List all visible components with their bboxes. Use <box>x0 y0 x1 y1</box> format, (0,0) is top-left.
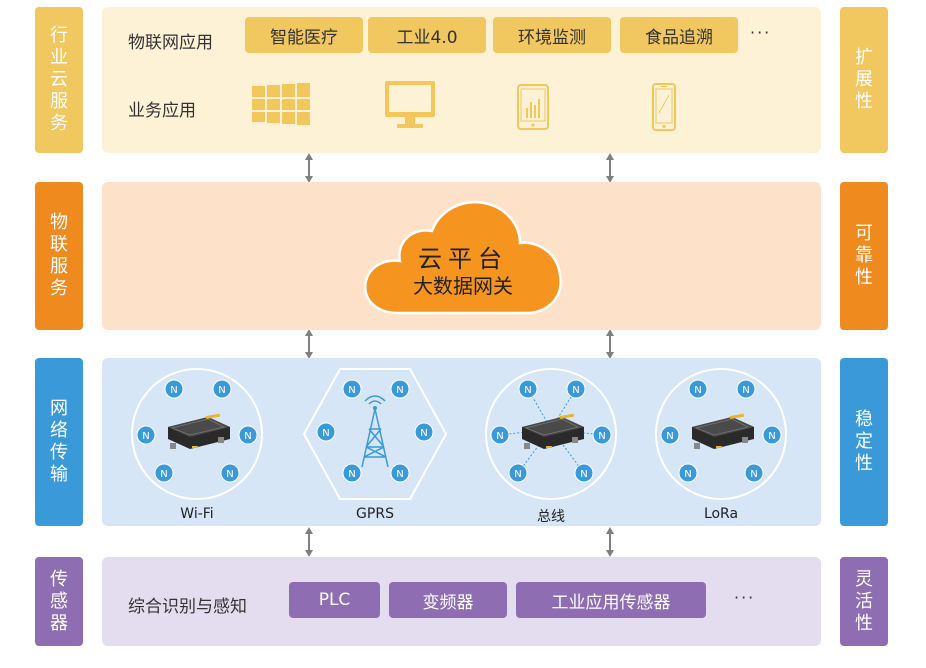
side-label-reliability: 可靠性 <box>840 182 888 330</box>
lora-network-diagram: N N N N N N <box>655 368 787 500</box>
bus-network-diagram: N N N N N N <box>485 368 617 500</box>
cloud-icon <box>364 200 562 315</box>
side-label-iot-service: 物联服务 <box>35 182 83 330</box>
recognition-perception-label: 综合识别与感知 <box>128 597 247 617</box>
tag-food-traceability: 食品追溯 <box>620 17 738 53</box>
tag-smart-medical: 智能医疗 <box>245 17 363 53</box>
monitor-icon <box>385 81 435 128</box>
node-label: N <box>348 469 355 480</box>
side-label-text: 行业云服务 <box>50 25 68 134</box>
phone-icon <box>652 83 676 131</box>
double-arrow-icon <box>305 153 313 183</box>
node-label: N <box>420 428 427 439</box>
more-ellipsis: ··· <box>750 23 772 42</box>
node-label: N <box>750 469 757 480</box>
tag-environment-monitoring: 环境监测 <box>493 17 611 53</box>
node-label: N <box>524 385 531 396</box>
side-label-text: 传感器 <box>50 568 68 634</box>
node-label: N <box>666 431 673 442</box>
tablet-icon <box>517 84 549 130</box>
gprs-label: GPRS <box>356 506 394 522</box>
node-label: N <box>572 385 579 396</box>
tag-frequency-converter: 变频器 <box>389 582 507 618</box>
side-label-text: 物联服务 <box>50 212 68 299</box>
side-label-text: 可靠性 <box>855 223 873 288</box>
iot-application-label: 物联网应用 <box>128 33 213 53</box>
node-label: N <box>396 469 403 480</box>
wifi-network-diagram: N N N N N N <box>131 368 263 500</box>
node-label: N <box>218 385 225 396</box>
node-label: N <box>322 428 329 439</box>
bus-label: 总线 <box>537 509 565 525</box>
gprs-network-diagram: N N N N N N <box>302 368 448 500</box>
tag-industry-4: 工业4.0 <box>368 17 486 53</box>
node-label: N <box>598 431 605 442</box>
node-label: N <box>514 469 521 480</box>
wifi-label: Wi-Fi <box>180 506 214 522</box>
side-label-stability: 稳定性 <box>840 358 888 526</box>
node-label: N <box>694 385 701 396</box>
industry-panel: 物联网应用 智能医疗 工业4.0 环境监测 食品追溯 ··· 业务应用 <box>102 7 821 153</box>
iot-service-panel: 云平台 大数据网关 <box>102 182 821 330</box>
tag-industrial-sensor: 工业应用传感器 <box>516 582 706 618</box>
node-label: N <box>142 431 149 442</box>
double-arrow-icon <box>305 527 313 557</box>
sensor-panel: 综合识别与感知 PLC 变频器 工业应用传感器 ··· <box>102 557 821 646</box>
double-arrow-icon <box>305 329 313 359</box>
tag-plc: PLC <box>289 582 380 618</box>
node-label: N <box>170 385 177 396</box>
side-label-text: 稳定性 <box>855 409 873 474</box>
side-label-sensor: 传感器 <box>35 557 83 646</box>
side-label-scalability: 扩展性 <box>840 7 888 153</box>
more-ellipsis: ··· <box>734 588 756 607</box>
node-label: N <box>396 385 403 396</box>
big-data-gateway-label: 大数据网关 <box>413 274 513 298</box>
side-label-flexibility: 灵活性 <box>840 557 888 646</box>
side-label-text: 扩展性 <box>855 47 873 112</box>
double-arrow-icon <box>606 527 614 557</box>
side-label-industry-cloud: 行业云服务 <box>35 7 83 153</box>
double-arrow-icon <box>606 153 614 183</box>
node-label: N <box>684 469 691 480</box>
node-label: N <box>226 469 233 480</box>
side-label-text: 网络传输 <box>50 398 68 485</box>
node-label: N <box>160 469 167 480</box>
double-arrow-icon <box>606 329 614 359</box>
cloud-platform-title: 云平台 <box>418 245 508 273</box>
side-label-text: 灵活性 <box>855 568 873 634</box>
node-label: N <box>348 385 355 396</box>
windows-icon <box>252 83 310 125</box>
node-label: N <box>768 431 775 442</box>
node-label: N <box>580 469 587 480</box>
business-application-label: 业务应用 <box>128 101 196 121</box>
side-label-network: 网络传输 <box>35 358 83 526</box>
node-label: N <box>244 431 251 442</box>
node-label: N <box>742 385 749 396</box>
lora-label: LoRa <box>703 506 739 522</box>
node-label: N <box>496 431 503 442</box>
